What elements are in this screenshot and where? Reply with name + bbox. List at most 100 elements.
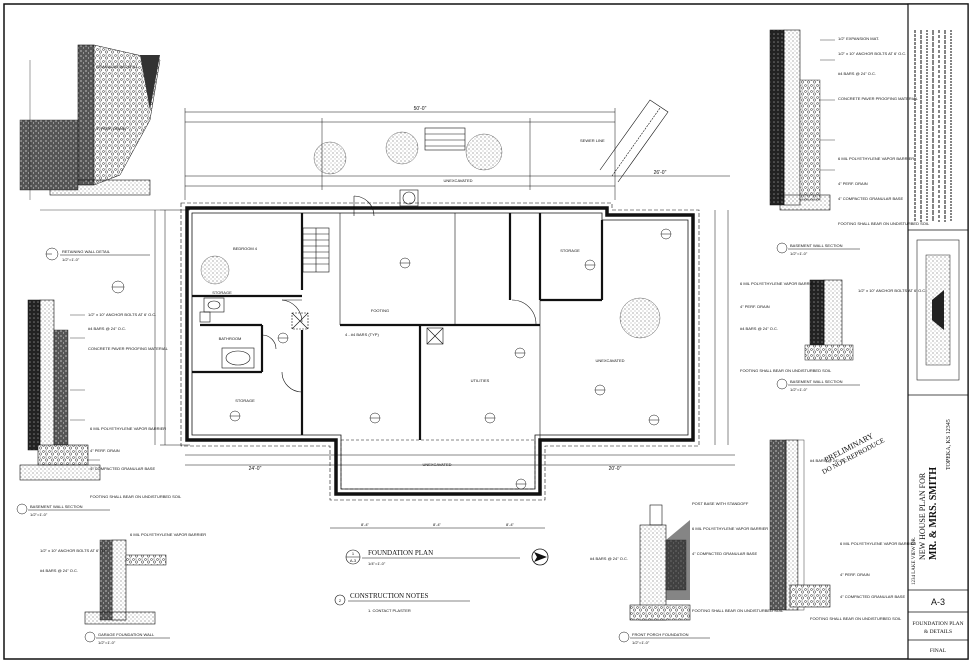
project-line1: NEW HOUSE PLAN FOR [918, 472, 927, 560]
svg-text:4" PERF. DRAIN: 4" PERF. DRAIN [838, 181, 868, 186]
svg-text:1/2" EXPANSION MAT.: 1/2" EXPANSION MAT. [838, 36, 879, 41]
svg-text:GRANULAR BACKFILL: GRANULAR BACKFILL [96, 64, 139, 69]
room-storage-3: STORAGE [560, 248, 580, 253]
footing-label: FOOTING [371, 308, 389, 313]
preliminary-stamp: PRELIMINARY DO NOT REPRODUCE [821, 431, 886, 476]
svg-text:FOOTING SHALL BEAR ON UNDISTUR: FOOTING SHALL BEAR ON UNDISTURBED SOIL [810, 616, 902, 621]
tree-symbols [200, 131, 661, 339]
svg-text:4" COMPACTED GRANULAR BASE: 4" COMPACTED GRANULAR BASE [838, 196, 903, 201]
svg-text:4" COMPACTED GRANULAR BASE: 4" COMPACTED GRANULAR BASE [90, 466, 155, 471]
project-address: 1234 LAKE VIEW DR. [912, 537, 917, 585]
section-markers [111, 228, 672, 490]
svg-text:1/2"=1'-0": 1/2"=1'-0" [790, 251, 808, 256]
basement-left-title: BASEMENT WALL SECTION [30, 504, 83, 509]
sheet-number: A-3 [931, 597, 945, 607]
svg-text:FOOTING SHALL BEAR ON UNDISTUR: FOOTING SHALL BEAR ON UNDISTURBED SOIL [838, 221, 930, 226]
room-unexcavated-top: UNEXCAVATED [443, 178, 472, 183]
dim-bottom-right: 20'-0" [609, 466, 622, 472]
dim-overall-width: 50'-0" [414, 106, 427, 112]
garage-foundation-detail: 1/2" x 10" ANCHOR BOLTS AT 6' O.C. #4 BA… [40, 532, 206, 645]
svg-text:6 MIL POLYETHYLENE VAPOR BARRI: 6 MIL POLYETHYLENE VAPOR BARRIER [90, 426, 166, 431]
basement-wall-section-left: 1/2" x 10" ANCHOR BOLTS AT 6' O.C. #4 BA… [16, 299, 182, 517]
column-footings [291, 189, 444, 345]
svg-text:#4 BARS @ 24" O.C.: #4 BARS @ 24" O.C. [40, 568, 78, 573]
interior-walls [192, 213, 604, 440]
basement-wall-section-right-mid: 6 MIL POLYETHYLENE VAPOR BARRIER 4" PERF… [740, 279, 926, 392]
dim-porch-3: 8'-4" [506, 522, 515, 527]
retaining-title: RETAINING WALL DETAIL [62, 249, 111, 254]
footing-outline [180, 202, 700, 501]
bars-label: 4 - #4 BARS (TYP) [345, 332, 379, 337]
project-line2: MR. & MRS. SMITH [928, 467, 939, 560]
basement-right-mid-title: BASEMENT WALL SECTION [790, 379, 843, 384]
construction-notes-title: CONSTRUCTION NOTES [350, 592, 428, 600]
dim-porch-1: 8'-4" [361, 522, 370, 527]
svg-text:FOOTING SHALL BEAR ON UNDISTUR: FOOTING SHALL BEAR ON UNDISTURBED SOIL [692, 608, 784, 613]
svg-text:6 MIL POLYETHYLENE VAPOR BARRI: 6 MIL POLYETHYLENE VAPOR BARRIER [692, 526, 768, 531]
svg-text:6 MIL POLYETHYLENE VAPOR BARRI: 6 MIL POLYETHYLENE VAPOR BARRIER [740, 281, 816, 286]
svg-text:1/2"=1'-0": 1/2"=1'-0" [632, 640, 650, 645]
svg-text:1/2" x 10" ANCHOR BOLTS AT 6': 1/2" x 10" ANCHOR BOLTS AT 6' O.C. [40, 548, 108, 553]
basement-stair [302, 227, 330, 273]
plan-title-text: FOUNDATION PLAN [368, 549, 433, 557]
svg-text:1/2" x 10" ANCHOR BOLTS AT 6': 1/2" x 10" ANCHOR BOLTS AT 6' O.C. [838, 51, 906, 56]
svg-text:4" COMPACTED GRANULAR BASE: 4" COMPACTED GRANULAR BASE [840, 594, 905, 599]
room-bathroom: BATHROOM [219, 336, 242, 341]
svg-text:FOOTING SHALL BEAR ON UNDISTUR: FOOTING SHALL BEAR ON UNDISTURBED SOIL [740, 368, 832, 373]
basement-right-top-title: BASEMENT WALL SECTION [790, 243, 843, 248]
plan-title: 1 A-3 FOUNDATION PLAN 1/4"=1'-0" [345, 549, 520, 566]
basement-wall-section-right-top: 1/2" EXPANSION MAT. 1/2" x 10" ANCHOR BO… [769, 29, 930, 256]
wall-detail-right-bottom: #4 BARS @ 24" O.C. 6 MIL POLYETHYLENE VA… [769, 439, 916, 621]
garage-title: GARAGE FOUNDATION WALL [98, 632, 155, 637]
sheet-title-line1: FOUNDATION PLAN [912, 621, 963, 627]
svg-text:4" PERF. DRAIN: 4" PERF. DRAIN [740, 304, 770, 309]
foundation-plan: 50'-0" 26'-0" 24'-0" 20'-0" 8'-4" 8'-4" … [111, 99, 735, 613]
room-utilities: UTILITIES [471, 378, 490, 383]
room-unexcavated-right: UNEXCAVATED [595, 358, 624, 363]
svg-text:1/2"=1'-0": 1/2"=1'-0" [30, 512, 48, 517]
svg-text:4" COMPACTED GRANULAR BASE: 4" COMPACTED GRANULAR BASE [692, 551, 757, 556]
svg-text:4" PERF. DRAIN: 4" PERF. DRAIN [96, 126, 126, 131]
entry-steps [424, 127, 466, 151]
svg-text:#4 BARS @ 24" O.C.: #4 BARS @ 24" O.C. [838, 71, 876, 76]
dim-porch-2: 8'-4" [433, 522, 442, 527]
project-location: TOPEKA, KS 12345 [946, 419, 952, 470]
plan-scale-text: 1/4"=1'-0" [368, 561, 386, 566]
svg-text:1/2"=1'-0": 1/2"=1'-0" [62, 257, 80, 262]
svg-text:#4 BARS @ 24" O.C.: #4 BARS @ 24" O.C. [590, 556, 628, 561]
svg-text:4" PERF. DRAIN: 4" PERF. DRAIN [840, 572, 870, 577]
svg-text:A-3: A-3 [350, 558, 357, 563]
svg-text:6 MIL POLYETHYLENE VAPOR BARRI: 6 MIL POLYETHYLENE VAPOR BARRIER [838, 156, 914, 161]
retaining-wall-detail: GRANULAR BACKFILL 4" PERF. DRAIN RETAINI… [19, 44, 161, 262]
svg-text:1: 1 [352, 551, 355, 556]
sewer-line [599, 99, 669, 183]
sheet-status: FINAL [930, 648, 947, 654]
designer-logo [916, 239, 960, 381]
sewer-line-label: SEWER LINE [580, 138, 605, 143]
porch-title: FRONT PORCH FOUNDATION [632, 632, 689, 637]
svg-text:1/2"=1'-0": 1/2"=1'-0" [790, 387, 808, 392]
svg-text:4" PERF. DRAIN: 4" PERF. DRAIN [90, 448, 120, 453]
room-unexcavated-porch: UNEXCAVATED [422, 462, 451, 467]
copyright-notes [914, 30, 952, 222]
room-bedroom-4: BEDROOM 4 [233, 246, 258, 251]
dim-bottom-left: 24'-0" [249, 466, 262, 472]
foundation-wall-inner [191, 212, 689, 490]
bathroom-fixtures [199, 297, 255, 369]
room-storage-1: STORAGE [212, 290, 232, 295]
svg-text:6 MIL POLYETHYLENE VAPOR BARRI: 6 MIL POLYETHYLENE VAPOR BARRIER [840, 541, 916, 546]
svg-text:#4 BARS @ 24" O.C.: #4 BARS @ 24" O.C. [88, 326, 126, 331]
title-block: NEW HOUSE PLAN FOR MR. & MRS. SMITH TOPE… [907, 3, 969, 660]
north-arrow-icon [531, 548, 549, 566]
svg-text:#4 BARS @ 24" O.C.: #4 BARS @ 24" O.C. [740, 326, 778, 331]
svg-text:1/2" x 10" ANCHOR BOLTS AT 6': 1/2" x 10" ANCHOR BOLTS AT 6' O.C. [88, 312, 156, 317]
svg-text:POST BASE WITH STANDOFF: POST BASE WITH STANDOFF [692, 501, 749, 506]
room-storage-2: STORAGE [235, 398, 255, 403]
svg-text:FOOTING SHALL BEAR ON UNDISTUR: FOOTING SHALL BEAR ON UNDISTURBED SOIL [90, 494, 182, 499]
dim-right-width: 26'-0" [654, 170, 667, 176]
svg-text:CONCRETE PAVER PROOFING MATERI: CONCRETE PAVER PROOFING MATERIAL [88, 346, 169, 351]
front-porch-area [340, 439, 536, 490]
sheet-title-line2: & DETAILS [924, 629, 952, 635]
svg-text:#4 BARS @ 24" O.C.: #4 BARS @ 24" O.C. [810, 458, 848, 463]
svg-text:6 MIL POLYETHYLENE VAPOR BARRI: 6 MIL POLYETHYLENE VAPOR BARRIER [130, 532, 206, 537]
